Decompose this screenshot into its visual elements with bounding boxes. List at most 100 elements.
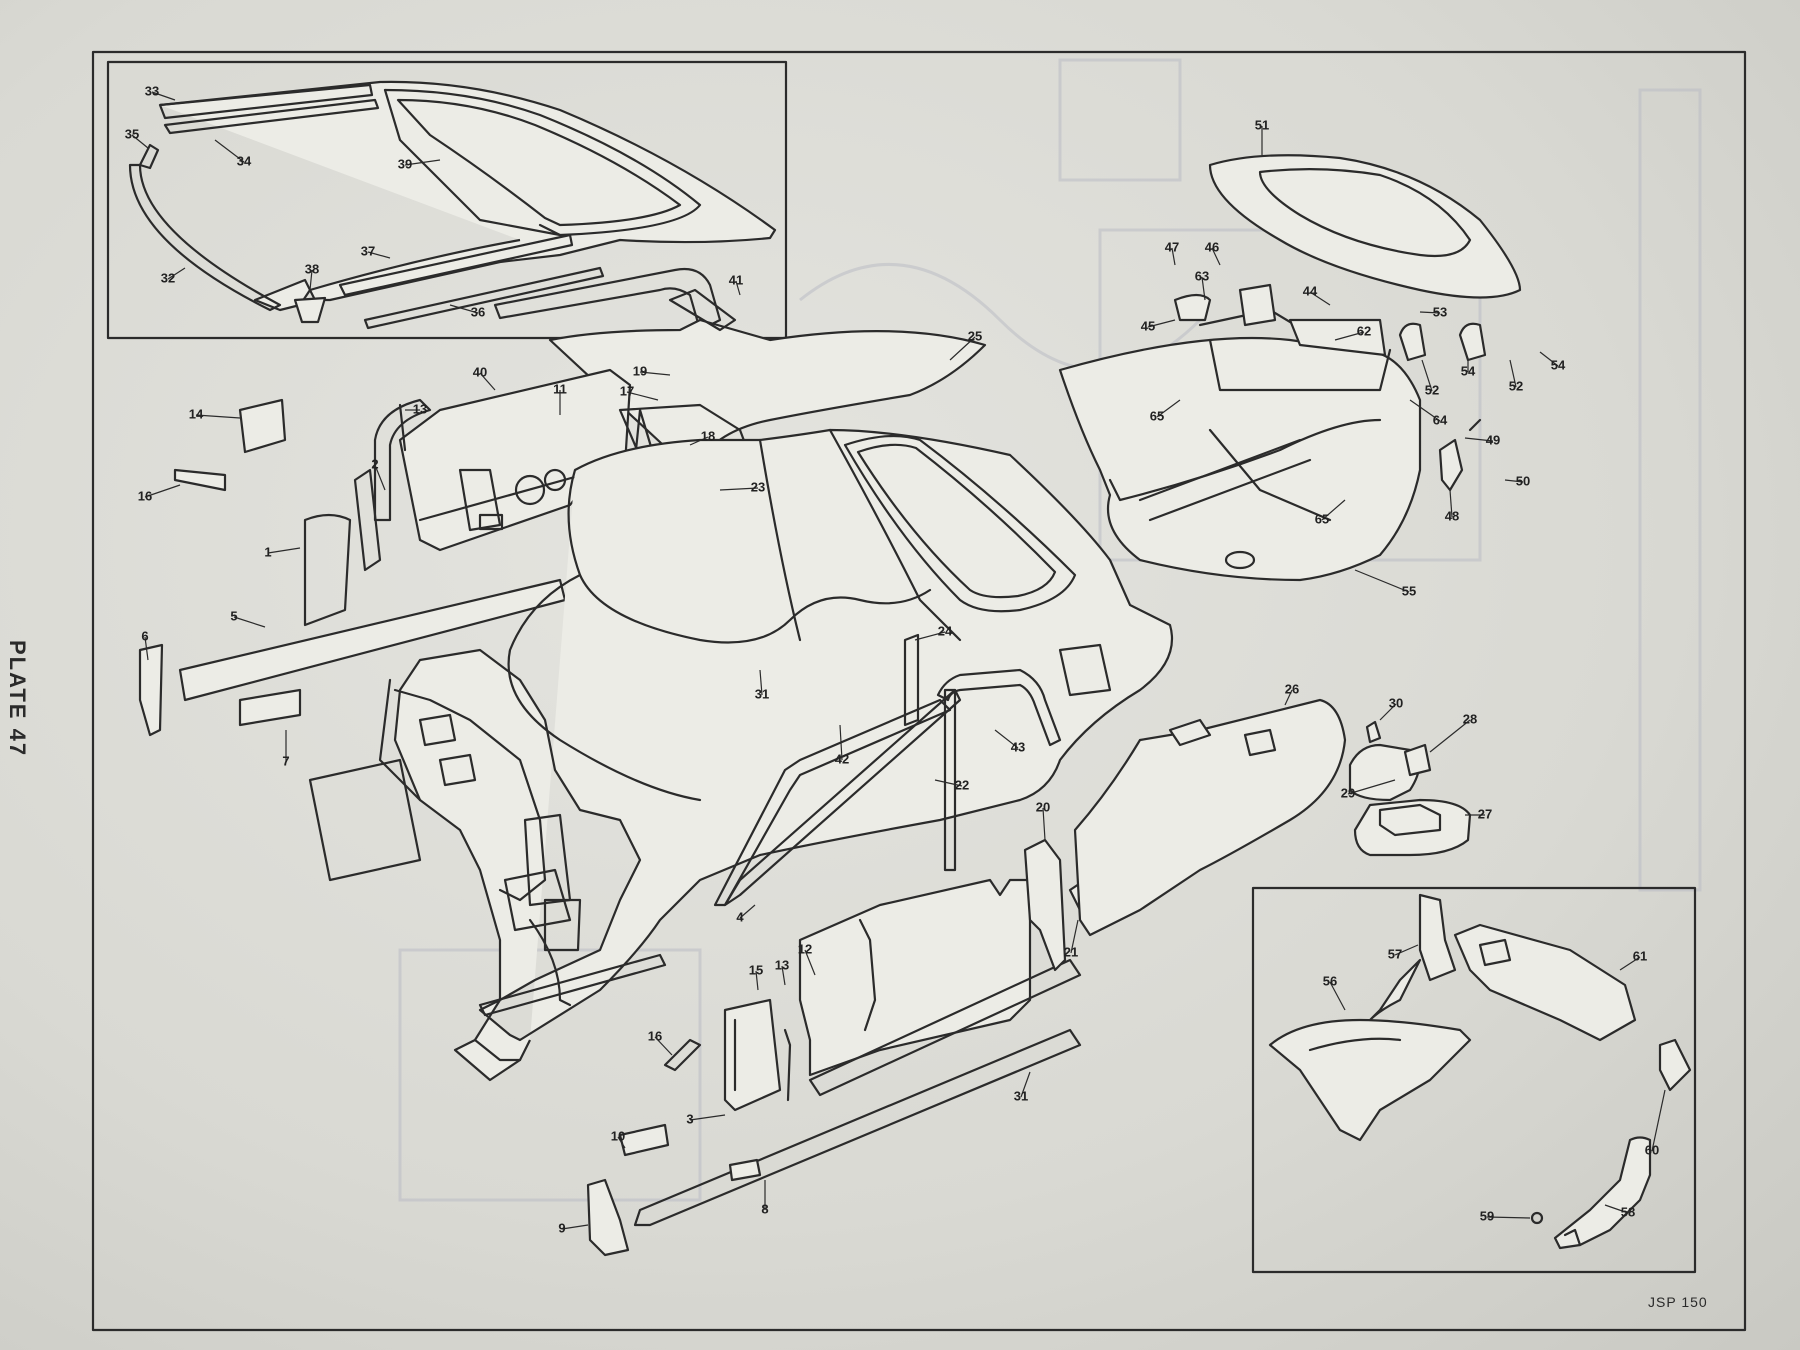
- part-label-11: 11: [553, 381, 567, 396]
- part-46-leader: [1211, 247, 1221, 266]
- part-36-leader: [449, 304, 479, 314]
- part-28-leader: [1429, 719, 1471, 753]
- part-4-leader: [739, 904, 756, 919]
- part-41-leader: [735, 280, 741, 296]
- part-34-leader: [214, 139, 245, 163]
- part-label-42: 42: [835, 751, 849, 766]
- part-17-leader: [626, 391, 659, 401]
- part-label-28: 28: [1463, 711, 1477, 726]
- part-label-15: 15: [749, 962, 763, 977]
- part-label-13: 13: [775, 957, 789, 972]
- part-label-38: 38: [305, 261, 319, 276]
- part-label-30: 30: [1389, 695, 1403, 710]
- jsp-code: JSP 150: [1648, 1294, 1708, 1310]
- part-label-3: 3: [686, 1111, 693, 1126]
- rear-body-parts: [1058, 154, 1522, 937]
- part-label-39: 39: [398, 156, 412, 171]
- part-label-54: 54: [1551, 357, 1566, 372]
- part-label-56: 56: [1323, 973, 1337, 988]
- part-label-64: 64: [1433, 412, 1448, 427]
- part-10-leader: [617, 1136, 626, 1149]
- part-label-60: 60: [1645, 1142, 1659, 1157]
- part-label-31: 31: [755, 686, 769, 701]
- part-label-47: 47: [1165, 239, 1179, 254]
- part-label-53: 53: [1433, 304, 1447, 319]
- part-15-leader: [755, 970, 759, 991]
- part-39-leader: [404, 159, 441, 166]
- part-labels: 1234567891011121313141516161718192021222…: [125, 83, 1666, 1235]
- part-1-leader: [267, 547, 301, 554]
- part-16-leader: [144, 484, 181, 498]
- part-label-27: 27: [1478, 806, 1492, 821]
- part-44-leader: [1309, 291, 1331, 306]
- part-label-14: 14: [189, 406, 204, 421]
- part-16-leader: [654, 1036, 673, 1056]
- part-12-leader: [804, 949, 816, 976]
- part-45-leader: [1147, 319, 1176, 328]
- part-label-7: 7: [282, 753, 289, 768]
- part-label-50: 50: [1516, 473, 1530, 488]
- part-label-29: 29: [1341, 785, 1355, 800]
- part-43-leader: [994, 729, 1019, 749]
- part-label-37: 37: [361, 243, 375, 258]
- part-30-leader: [1379, 703, 1397, 721]
- part-label-36: 36: [471, 304, 485, 319]
- part-61-leader: [1619, 956, 1641, 971]
- part-29-leader: [1347, 779, 1396, 795]
- inset-roof-panels: [106, 60, 788, 340]
- part-6-leader: [144, 636, 149, 661]
- part-19-leader: [639, 371, 671, 376]
- part-55-leader: [1354, 569, 1410, 593]
- part-label-19: 19: [633, 363, 647, 378]
- part-label-22: 22: [955, 777, 969, 792]
- part-label-35: 35: [125, 126, 139, 141]
- roof-inset-parts: [128, 80, 777, 330]
- part-label-16: 16: [648, 1028, 662, 1043]
- part-label-34: 34: [237, 153, 252, 168]
- part-label-6: 6: [141, 628, 148, 643]
- part-label-5: 5: [230, 608, 237, 623]
- part-35-leader: [131, 134, 149, 149]
- upper-body-parts: [138, 267, 987, 737]
- part-label-33: 33: [145, 83, 159, 98]
- part-label-1: 1: [264, 544, 271, 559]
- part-14-leader: [195, 414, 241, 419]
- part-label-12: 12: [798, 941, 812, 956]
- part-label-43: 43: [1011, 739, 1025, 754]
- part-label-54: 54: [1461, 363, 1476, 378]
- part-label-16: 16: [138, 488, 152, 503]
- part-label-46: 46: [1205, 239, 1219, 254]
- part-49-leader: [1464, 437, 1494, 442]
- part-56-leader: [1329, 981, 1346, 1011]
- part-50-leader: [1504, 479, 1524, 483]
- part-53-leader: [1419, 311, 1441, 314]
- part-label-20: 20: [1036, 799, 1050, 814]
- part-label-10: 10: [611, 1128, 625, 1143]
- part-label-9: 9: [558, 1220, 565, 1235]
- part-label-13: 13: [413, 401, 427, 416]
- part-64-leader: [1409, 399, 1441, 422]
- part-label-52: 52: [1425, 382, 1439, 397]
- part-label-25: 25: [968, 328, 982, 343]
- part-59-leader: [1486, 1216, 1531, 1219]
- part-48-leader: [1449, 489, 1453, 518]
- part-label-48: 48: [1445, 508, 1459, 523]
- body-shell: [308, 428, 1174, 1082]
- part-31-leader: [1020, 1071, 1031, 1098]
- part-58-leader: [1604, 1204, 1629, 1214]
- part-62-leader: [1334, 331, 1365, 341]
- part-label-62: 62: [1357, 323, 1371, 338]
- part-label-58: 58: [1621, 1204, 1635, 1219]
- part-label-17: 17: [620, 383, 634, 398]
- part-label-57: 57: [1388, 946, 1402, 961]
- part-label-41: 41: [729, 272, 743, 287]
- part-47-leader: [1171, 247, 1176, 266]
- plate-title: PLATE 47: [5, 640, 30, 758]
- part-60-leader: [1651, 1089, 1666, 1152]
- part-label-31: 31: [1014, 1088, 1028, 1103]
- part-31-leader: [759, 669, 763, 696]
- part-label-52: 52: [1509, 378, 1523, 393]
- inset-rear-wheel-arch: [1251, 886, 1697, 1274]
- part-label-65: 65: [1150, 408, 1164, 423]
